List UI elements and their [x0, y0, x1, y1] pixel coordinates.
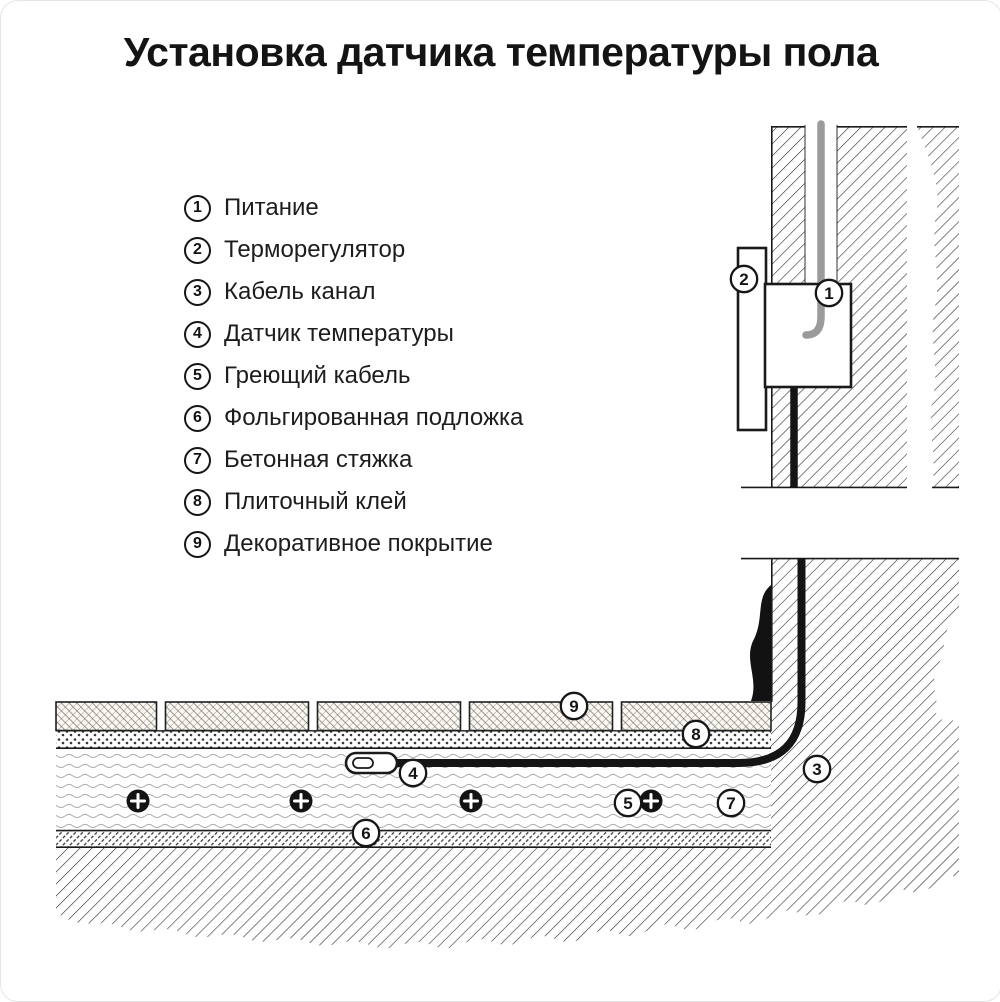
legend-badge: 4 — [184, 320, 211, 348]
sensor-cable-floor — [397, 558, 806, 767]
sensor-probe — [352, 757, 374, 769]
tile — [316, 701, 462, 732]
callouts: 1 2 3 4 5 6 7 — [351, 264, 844, 848]
legend-label: Фольгированная подложка — [224, 404, 524, 431]
legend-item-power: 1 Питание — [184, 187, 523, 229]
legend-item-thermostat: 2 Терморегулятор — [184, 229, 523, 271]
legend-label: Терморегулятор — [224, 236, 406, 263]
temperature-sensor — [344, 751, 399, 775]
legend-label: Кабель канал — [224, 278, 376, 305]
legend-badge: 8 — [184, 488, 211, 516]
foil-underlay-layer — [56, 830, 771, 848]
callout-heating-cable: 5 — [613, 788, 643, 818]
legend-item-decorative-cover: 9 Декоративное покрытие — [184, 523, 523, 565]
heating-cable-section — [639, 789, 663, 813]
legend-badge: 9 — [184, 530, 211, 558]
tile-layer — [55, 701, 772, 732]
heating-cable-section — [289, 789, 313, 813]
legend-item-concrete-screed: 7 Бетонная стяжка — [184, 439, 523, 481]
svg-text:8: 8 — [691, 725, 700, 744]
callout-decorative-cover: 9 — [559, 691, 589, 721]
heating-cable-section — [126, 789, 150, 813]
legend-badge: 1 — [184, 194, 211, 222]
legend: 1 Питание 2 Терморегулятор 3 Кабель кана… — [184, 187, 523, 565]
legend-label: Питание — [224, 194, 319, 221]
callout-foil-underlay: 6 — [351, 818, 381, 848]
wall-upper-torn-piece — [917, 126, 959, 488]
legend-item-foil-underlay: 6 Фольгированная подложка — [184, 397, 523, 439]
svg-text:7: 7 — [726, 794, 735, 813]
svg-text:1: 1 — [824, 284, 833, 303]
callout-cable-channel: 3 — [802, 754, 832, 784]
legend-badge: 7 — [184, 446, 211, 474]
tile — [164, 701, 310, 732]
callout-screed: 7 — [716, 788, 746, 818]
subfloor-hatch — [56, 847, 959, 949]
legend-badge: 5 — [184, 362, 211, 390]
callout-thermostat: 2 — [729, 264, 759, 294]
tile — [55, 701, 158, 732]
callout-sensor: 4 — [398, 758, 428, 788]
legend-label: Бетонная стяжка — [224, 446, 413, 473]
wall-lower-torn-notch — [934, 613, 959, 721]
legend-badge: 3 — [184, 278, 211, 306]
svg-text:6: 6 — [361, 824, 370, 843]
legend-badge: 2 — [184, 236, 211, 264]
legend-label: Плиточный клей — [224, 488, 407, 515]
wall-corner-shadow — [750, 585, 771, 701]
legend-item-heating-cable: 5 Греющий кабель — [184, 355, 523, 397]
legend-item-cable-channel: 3 Кабель канал — [184, 271, 523, 313]
svg-text:4: 4 — [408, 764, 418, 783]
heating-cable-section — [459, 789, 483, 813]
diagram-title: Установка датчика температуры пола — [123, 29, 879, 75]
power-cable-in-box — [802, 287, 825, 339]
legend-label: Датчик температуры — [224, 320, 454, 347]
svg-text:2: 2 — [739, 270, 748, 289]
svg-text:3: 3 — [812, 760, 821, 779]
wall-lower-section — [741, 557, 959, 847]
legend-badge: 6 — [184, 404, 211, 432]
legend-item-tile-adhesive: 8 Плиточный клей — [184, 481, 523, 523]
callout-tile-adhesive: 8 — [681, 719, 711, 749]
adhesive-layer — [56, 730, 771, 749]
svg-text:9: 9 — [569, 697, 578, 716]
svg-text:5: 5 — [623, 794, 632, 813]
legend-label: Греющий кабель — [224, 362, 411, 389]
callout-power: 1 — [814, 278, 844, 308]
tile — [468, 701, 614, 732]
heating-cable-symbols — [126, 789, 663, 813]
legend-item-temperature-sensor: 4 Датчик температуры — [184, 313, 523, 355]
legend-label: Декоративное покрытие — [224, 530, 493, 557]
